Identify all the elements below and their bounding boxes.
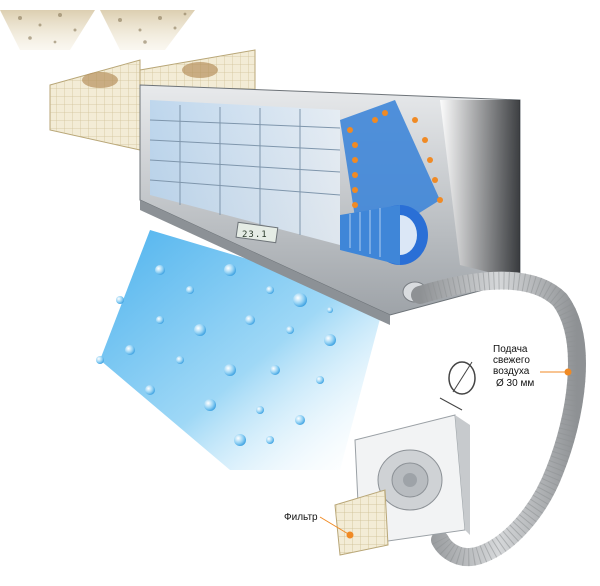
indoor-unit [139,84,521,325]
fresh-air-label: Подача свежего воздуха [493,344,530,377]
callout-lines [319,368,572,539]
dust-clouds [0,10,195,50]
fan-blower [340,205,428,265]
filter-label: Фильтр [284,512,318,523]
ventilation-module [334,414,470,556]
intake-filter [334,489,389,556]
fresh-air-label-line1: Подача [493,344,528,355]
temperature-readout: 23.1 [242,230,268,240]
diameter-marker [439,361,476,411]
air-bubbles [96,264,336,446]
fresh-air-label-line2: свежего [493,355,530,366]
temperature-display [235,221,279,244]
diameter-label: Ø 30 мм [496,378,535,389]
fresh-air-hose [411,271,586,567]
fresh-air-label-line3: воздуха [493,366,530,377]
cold-air-stream [100,230,385,470]
